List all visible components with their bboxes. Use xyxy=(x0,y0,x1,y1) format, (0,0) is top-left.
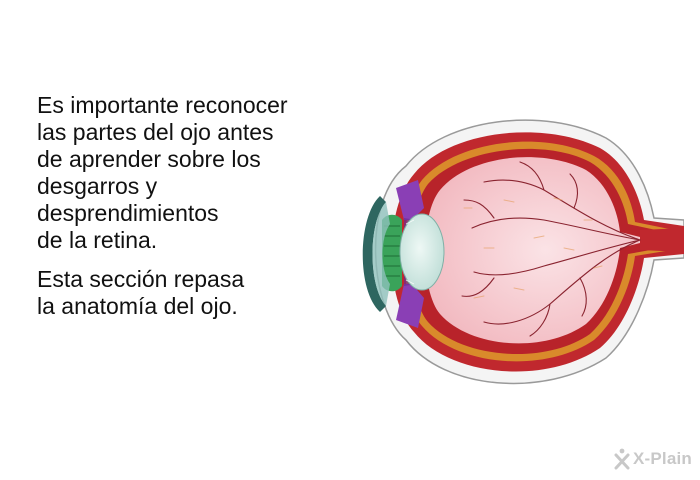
x-stick-figure-icon xyxy=(614,448,630,470)
intro-line: desprendimientos xyxy=(37,200,219,226)
retinal-vessels xyxy=(461,161,641,337)
ciliary-body xyxy=(382,214,402,292)
intro-line: Es importante reconocer xyxy=(37,92,288,118)
intro-line: la anatomía del ojo. xyxy=(37,293,238,319)
intro-line: desgarros y xyxy=(37,173,158,199)
intro-line: Esta sección repasa xyxy=(37,266,245,292)
intro-line: de aprender sobre los xyxy=(37,146,261,172)
intro-paragraph-1: Es importante reconocer las partes del o… xyxy=(37,92,357,254)
lens xyxy=(399,213,445,291)
zonules xyxy=(405,219,415,285)
ciliary-folds xyxy=(384,225,400,277)
intro-text: Es importante reconocer las partes del o… xyxy=(37,92,357,320)
retina-texture xyxy=(463,197,603,299)
cornea xyxy=(362,196,386,312)
xplain-logo: X-Plain xyxy=(613,448,692,470)
intro-line: las partes del ojo antes xyxy=(37,119,274,145)
logo-brand-text: X-Plain xyxy=(632,449,692,468)
optic-nerve xyxy=(640,228,684,252)
iris xyxy=(396,284,424,328)
anterior-chamber xyxy=(372,202,390,306)
iris xyxy=(396,180,424,220)
intro-paragraph-2: Esta sección repasa la anatomía del ojo. xyxy=(37,266,357,320)
intro-line: de la retina. xyxy=(37,227,158,253)
eye-anatomy-illustration xyxy=(362,119,684,385)
